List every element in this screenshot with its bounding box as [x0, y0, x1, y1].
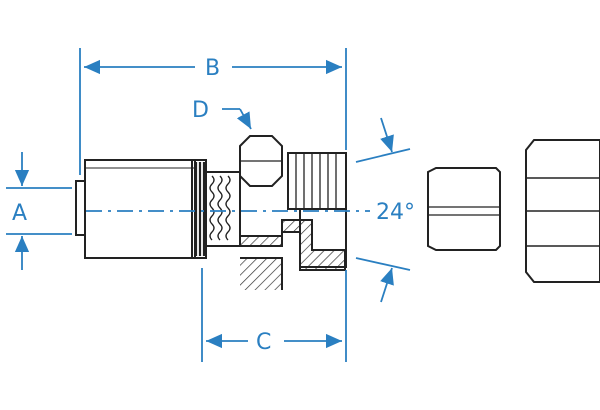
dim-c-label: C: [256, 330, 271, 355]
angle-label: 24°: [376, 200, 415, 225]
dimension-a: [6, 152, 72, 270]
male-thread-end: [287, 152, 347, 268]
hex-nut: [239, 135, 283, 187]
dim-a-label: A: [12, 201, 27, 226]
sleeve: [427, 167, 501, 251]
dimension-c: [201, 268, 347, 362]
dimension-d-leader: [222, 108, 252, 130]
dim-d-label: D: [192, 98, 209, 123]
dimension-b: [79, 48, 347, 175]
flare-nut: [525, 139, 600, 283]
section-hatch: [239, 219, 346, 290]
crimp-band: [191, 159, 207, 259]
nipple-threads: [205, 171, 241, 247]
angle-dimension: [355, 117, 411, 303]
hose-socket: [75, 159, 196, 259]
dim-b-label: B: [205, 56, 220, 81]
